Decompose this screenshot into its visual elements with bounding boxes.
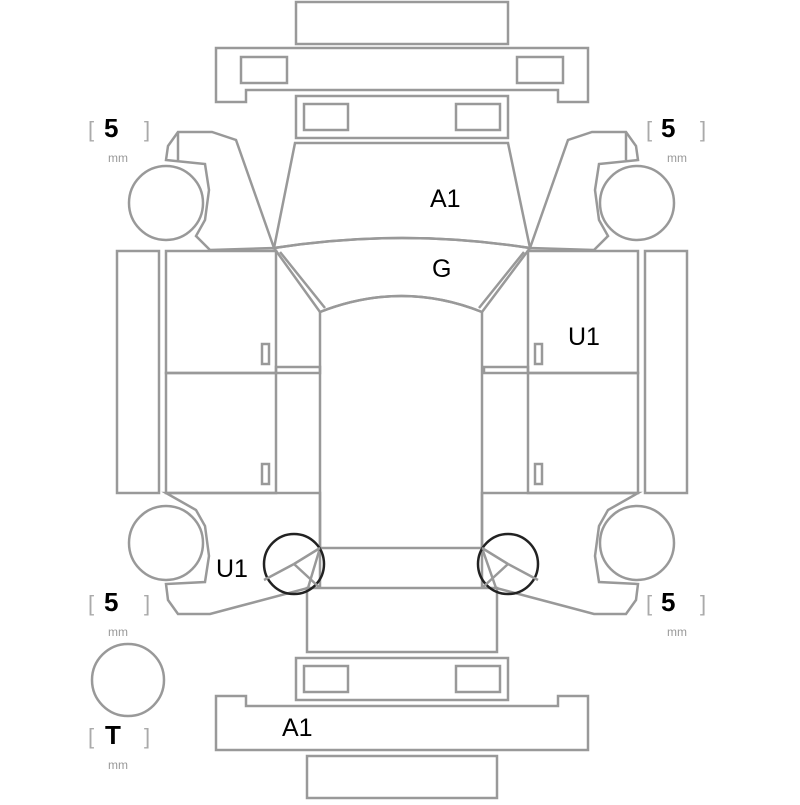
damage-code-rear-bumper: A1 [282, 714, 313, 742]
rear-bumper[interactable] [214, 694, 590, 752]
tire-icon[interactable] [598, 164, 676, 242]
tread-bracket-close: ] [144, 117, 150, 142]
damage-code-windshield: G [432, 255, 451, 283]
tire-icon[interactable] [127, 504, 205, 582]
tread-value-spare: T [105, 720, 121, 750]
side-skirt-left[interactable] [115, 249, 161, 495]
tread-bracket-close: ] [700, 117, 706, 142]
tread-unit-front-left: mm [108, 151, 128, 165]
circle-spoke [507, 562, 539, 582]
front-grille[interactable] [294, 0, 510, 46]
tread-bracket-open: [ [646, 117, 652, 142]
tread-bracket-close: ] [144, 591, 150, 616]
circle-outline-icon[interactable] [262, 532, 326, 596]
pillar-left [274, 365, 322, 375]
fog-lamp-right [515, 55, 565, 85]
tread-value-front-left: 5 [104, 113, 118, 143]
damage-code-right-door: U1 [568, 323, 600, 351]
door-handle-front-right [533, 342, 544, 366]
tail-lamp-right [454, 664, 502, 694]
headlamp-left [302, 102, 350, 132]
rear-quarter-left[interactable] [161, 491, 322, 616]
circle-spoke [263, 562, 295, 582]
circle-spoke [293, 546, 321, 566]
circle-spoke [481, 546, 509, 566]
tread-unit-spare: mm [108, 758, 128, 772]
tread-unit-rear-right: mm [667, 625, 687, 639]
circle-spoke [293, 563, 321, 589]
a-pillar-left [279, 251, 326, 309]
damage-code-rear-left-quarter: U1 [216, 555, 248, 583]
tread-unit-rear-left: mm [108, 625, 128, 639]
rear-window[interactable] [305, 586, 499, 654]
front-fender-right[interactable] [528, 130, 640, 252]
circle-outline-icon[interactable] [476, 532, 540, 596]
tread-bracket-open: [ [88, 117, 94, 142]
fog-lamp-left [239, 55, 289, 85]
rear-door-right[interactable] [526, 371, 640, 495]
tread-value-rear-right: 5 [661, 587, 675, 617]
damage-code-hood: A1 [430, 185, 461, 213]
rear-door-left[interactable] [164, 371, 278, 495]
tread-bracket-close: ] [144, 724, 150, 749]
door-handle-rear-right [533, 462, 544, 486]
circle-spoke [481, 563, 509, 589]
front-bumper[interactable] [214, 46, 590, 104]
tread-bracket-close: ] [700, 591, 706, 616]
front-fender-left[interactable] [164, 130, 276, 252]
tire-icon[interactable] [598, 504, 676, 582]
door-handle-rear-left [260, 462, 271, 486]
front-door-right[interactable] [526, 249, 640, 375]
tread-bracket-open: [ [88, 724, 94, 749]
front-door-left[interactable] [164, 249, 278, 375]
a-pillar-right [478, 251, 525, 309]
tread-value-front-right: 5 [661, 113, 675, 143]
hood[interactable] [272, 141, 532, 250]
tail-lamp-left [302, 664, 350, 694]
rear-quarter-right[interactable] [480, 491, 643, 616]
tire-icon[interactable] [90, 642, 166, 718]
roof[interactable] [318, 294, 484, 550]
tread-bracket-open: [ [646, 591, 652, 616]
tread-bracket-open: [ [88, 591, 94, 616]
tire-icon[interactable] [127, 164, 205, 242]
windshield[interactable] [271, 236, 533, 314]
tread-unit-front-right: mm [667, 151, 687, 165]
side-skirt-right[interactable] [643, 249, 689, 495]
headlamp-right [454, 102, 502, 132]
rear-step[interactable] [305, 754, 499, 800]
door-handle-front-left [260, 342, 271, 366]
rear-panel[interactable] [294, 656, 510, 702]
pillar-right [482, 365, 530, 375]
tread-value-rear-left: 5 [104, 587, 118, 617]
front-panel[interactable] [294, 94, 510, 140]
